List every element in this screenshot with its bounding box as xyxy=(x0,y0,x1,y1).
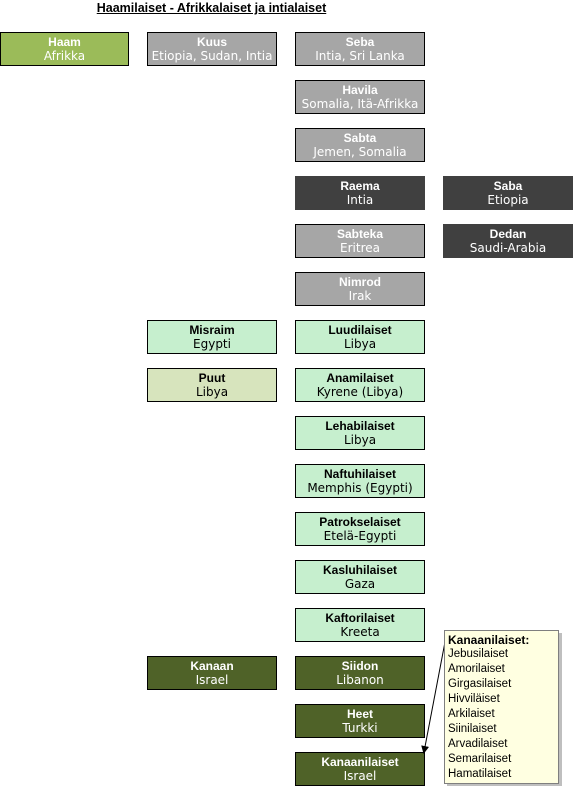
note-item: Siinilaiset xyxy=(448,723,497,735)
node-misraim: Misraim Egypti xyxy=(147,320,277,354)
comment-note: Kanaanilaiset: Jebusilaiset Amorilaiset … xyxy=(444,630,559,784)
note-item: Semarilaiset xyxy=(448,753,512,765)
node-place: Egypti xyxy=(193,336,231,351)
node-siidon: Siidon Libanon xyxy=(295,656,425,690)
node-place: Etiopia, Sudan, Intia xyxy=(151,48,273,63)
node-place: Afrikka xyxy=(43,48,86,63)
note-item: Arvadilaiset xyxy=(448,738,508,750)
node-naftuhilaiset: Naftuhilaiset Memphis (Egypti) xyxy=(295,464,425,498)
node-name: Kanaan xyxy=(190,658,234,673)
node-place: Somalia, Itä-Afrikka xyxy=(301,96,419,111)
node-place: Eritrea xyxy=(340,240,380,255)
node-anamilaiset: Anamilaiset Kyrene (Libya) xyxy=(295,368,425,402)
note-item: Hivviläiset xyxy=(448,693,500,705)
node-name: Luudilaiset xyxy=(328,322,392,337)
node-name: Anamilaiset xyxy=(326,370,394,385)
note-item: Hamatilaiset xyxy=(448,768,512,780)
node-place: Libya xyxy=(195,384,229,399)
node-place: Turkki xyxy=(342,720,378,735)
page-title: Haamilaiset - Afrikkalaiset ja intialais… xyxy=(96,1,327,15)
node-sabta: Sabta Jemen, Somalia xyxy=(295,128,425,162)
node-havila: Havila Somalia, Itä-Afrikka xyxy=(295,80,425,114)
note-item: Girgasilaiset xyxy=(448,678,512,690)
node-name: Havila xyxy=(342,82,378,97)
node-name: Kanaanilaiset xyxy=(321,754,399,769)
node-name: Dedan xyxy=(489,226,527,241)
note-item: Jebusilaiset xyxy=(448,648,509,660)
node-luudilaiset: Luudilaiset Libya xyxy=(295,320,425,354)
node-name: Haam xyxy=(48,34,81,49)
node-name: Sabta xyxy=(343,130,377,145)
node-name: Patrokselaiset xyxy=(319,514,401,529)
node-patrokselaiset: Patrokselaiset Etelä-Egypti xyxy=(295,512,425,546)
node-place: Israel xyxy=(195,672,229,687)
node-name: Naftuhilaiset xyxy=(323,466,396,481)
node-name: Lehabilaiset xyxy=(325,418,395,433)
note-title: Kanaanilaiset: xyxy=(448,633,530,647)
node-kanaan: Kanaan Israel xyxy=(147,656,277,690)
node-place: Intia xyxy=(346,192,374,207)
node-name: Siidon xyxy=(341,658,379,673)
node-dedan: Dedan Saudi-Arabia xyxy=(443,224,573,258)
note-item: Amorilaiset xyxy=(448,663,505,675)
node-place: Gaza xyxy=(344,576,376,591)
node-place: Libanon xyxy=(336,672,384,687)
node-kuus: Kuus Etiopia, Sudan, Intia xyxy=(147,32,277,66)
node-name: Raema xyxy=(340,178,380,193)
node-place: Jemen, Somalia xyxy=(313,144,407,159)
node-lehabilaiset: Lehabilaiset Libya xyxy=(295,416,425,450)
node-puut: Puut Libya xyxy=(147,368,277,402)
node-name: Saba xyxy=(493,178,523,193)
node-place: Libya xyxy=(343,432,377,447)
node-name: Kasluhilaiset xyxy=(322,562,398,577)
node-place: Saudi-Arabia xyxy=(469,240,547,255)
note-item: Arkilaiset xyxy=(448,708,495,720)
node-place: Etelä-Egypti xyxy=(323,528,397,543)
node-name: Kaftorilaiset xyxy=(325,610,395,625)
node-kanaanilaiset: Kanaanilaiset Israel xyxy=(295,752,425,786)
node-kaftorilaiset: Kaftorilaiset Kreeta xyxy=(295,608,425,642)
node-place: Memphis (Egypti) xyxy=(307,480,413,495)
node-haam: Haam Afrikka xyxy=(0,32,129,66)
node-place: Irak xyxy=(348,288,372,303)
node-sabteka: Sabteka Eritrea xyxy=(295,224,425,258)
node-raema: Raema Intia xyxy=(295,176,425,210)
node-seba: Seba Intia, Sri Lanka xyxy=(295,32,425,66)
node-kasluhilaiset: Kasluhilaiset Gaza xyxy=(295,560,425,594)
node-name: Kuus xyxy=(197,34,227,49)
node-place: Israel xyxy=(343,768,377,783)
node-place: Intia, Sri Lanka xyxy=(315,48,405,63)
node-saba: Saba Etiopia xyxy=(443,176,573,210)
node-place: Kyrene (Libya) xyxy=(316,384,404,399)
node-name: Misraim xyxy=(189,322,235,337)
node-nimrod: Nimrod Irak xyxy=(295,272,425,306)
node-name: Sabteka xyxy=(336,226,384,241)
node-name: Nimrod xyxy=(339,274,381,289)
node-name: Seba xyxy=(345,34,375,49)
node-heet: Heet Turkki xyxy=(295,704,425,738)
node-name: Heet xyxy=(346,706,373,721)
node-place: Libya xyxy=(343,336,377,351)
node-place: Etiopia xyxy=(487,192,529,207)
node-name: Puut xyxy=(198,370,226,385)
node-place: Kreeta xyxy=(340,624,380,639)
